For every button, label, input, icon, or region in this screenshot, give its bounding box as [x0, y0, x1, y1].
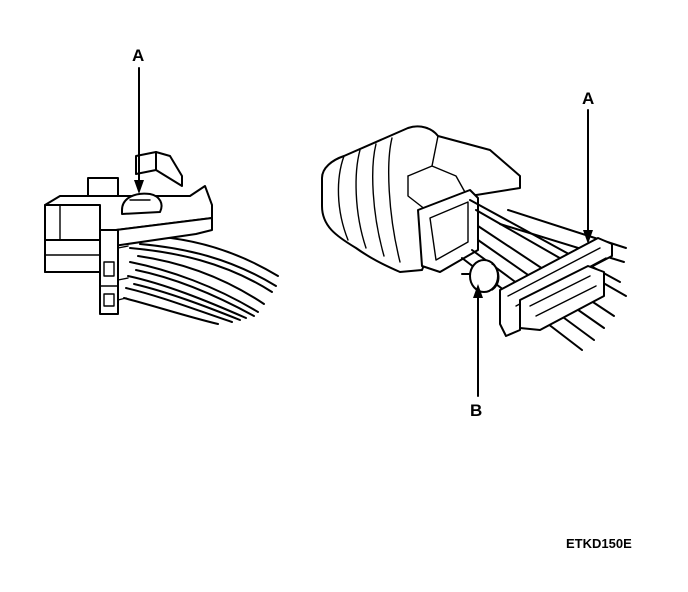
figure-code: ETKD150E: [566, 536, 632, 551]
right-a-pointer: [583, 109, 593, 244]
left-connector-housing: [44, 151, 213, 315]
right-b-pointer: [473, 284, 483, 397]
right-connector-housing: [321, 125, 521, 273]
right-connector-plug-b: [461, 259, 500, 293]
right-connector-retainer: [499, 237, 613, 337]
right-connector: A B: [321, 89, 627, 420]
left-a-pointer: [134, 67, 144, 194]
callout-label-b: B: [470, 401, 482, 420]
callout-label-a-left: A: [132, 46, 144, 65]
left-connector: A: [44, 46, 279, 325]
left-connector-wires: [123, 235, 279, 325]
callout-label-a-right: A: [582, 89, 594, 108]
